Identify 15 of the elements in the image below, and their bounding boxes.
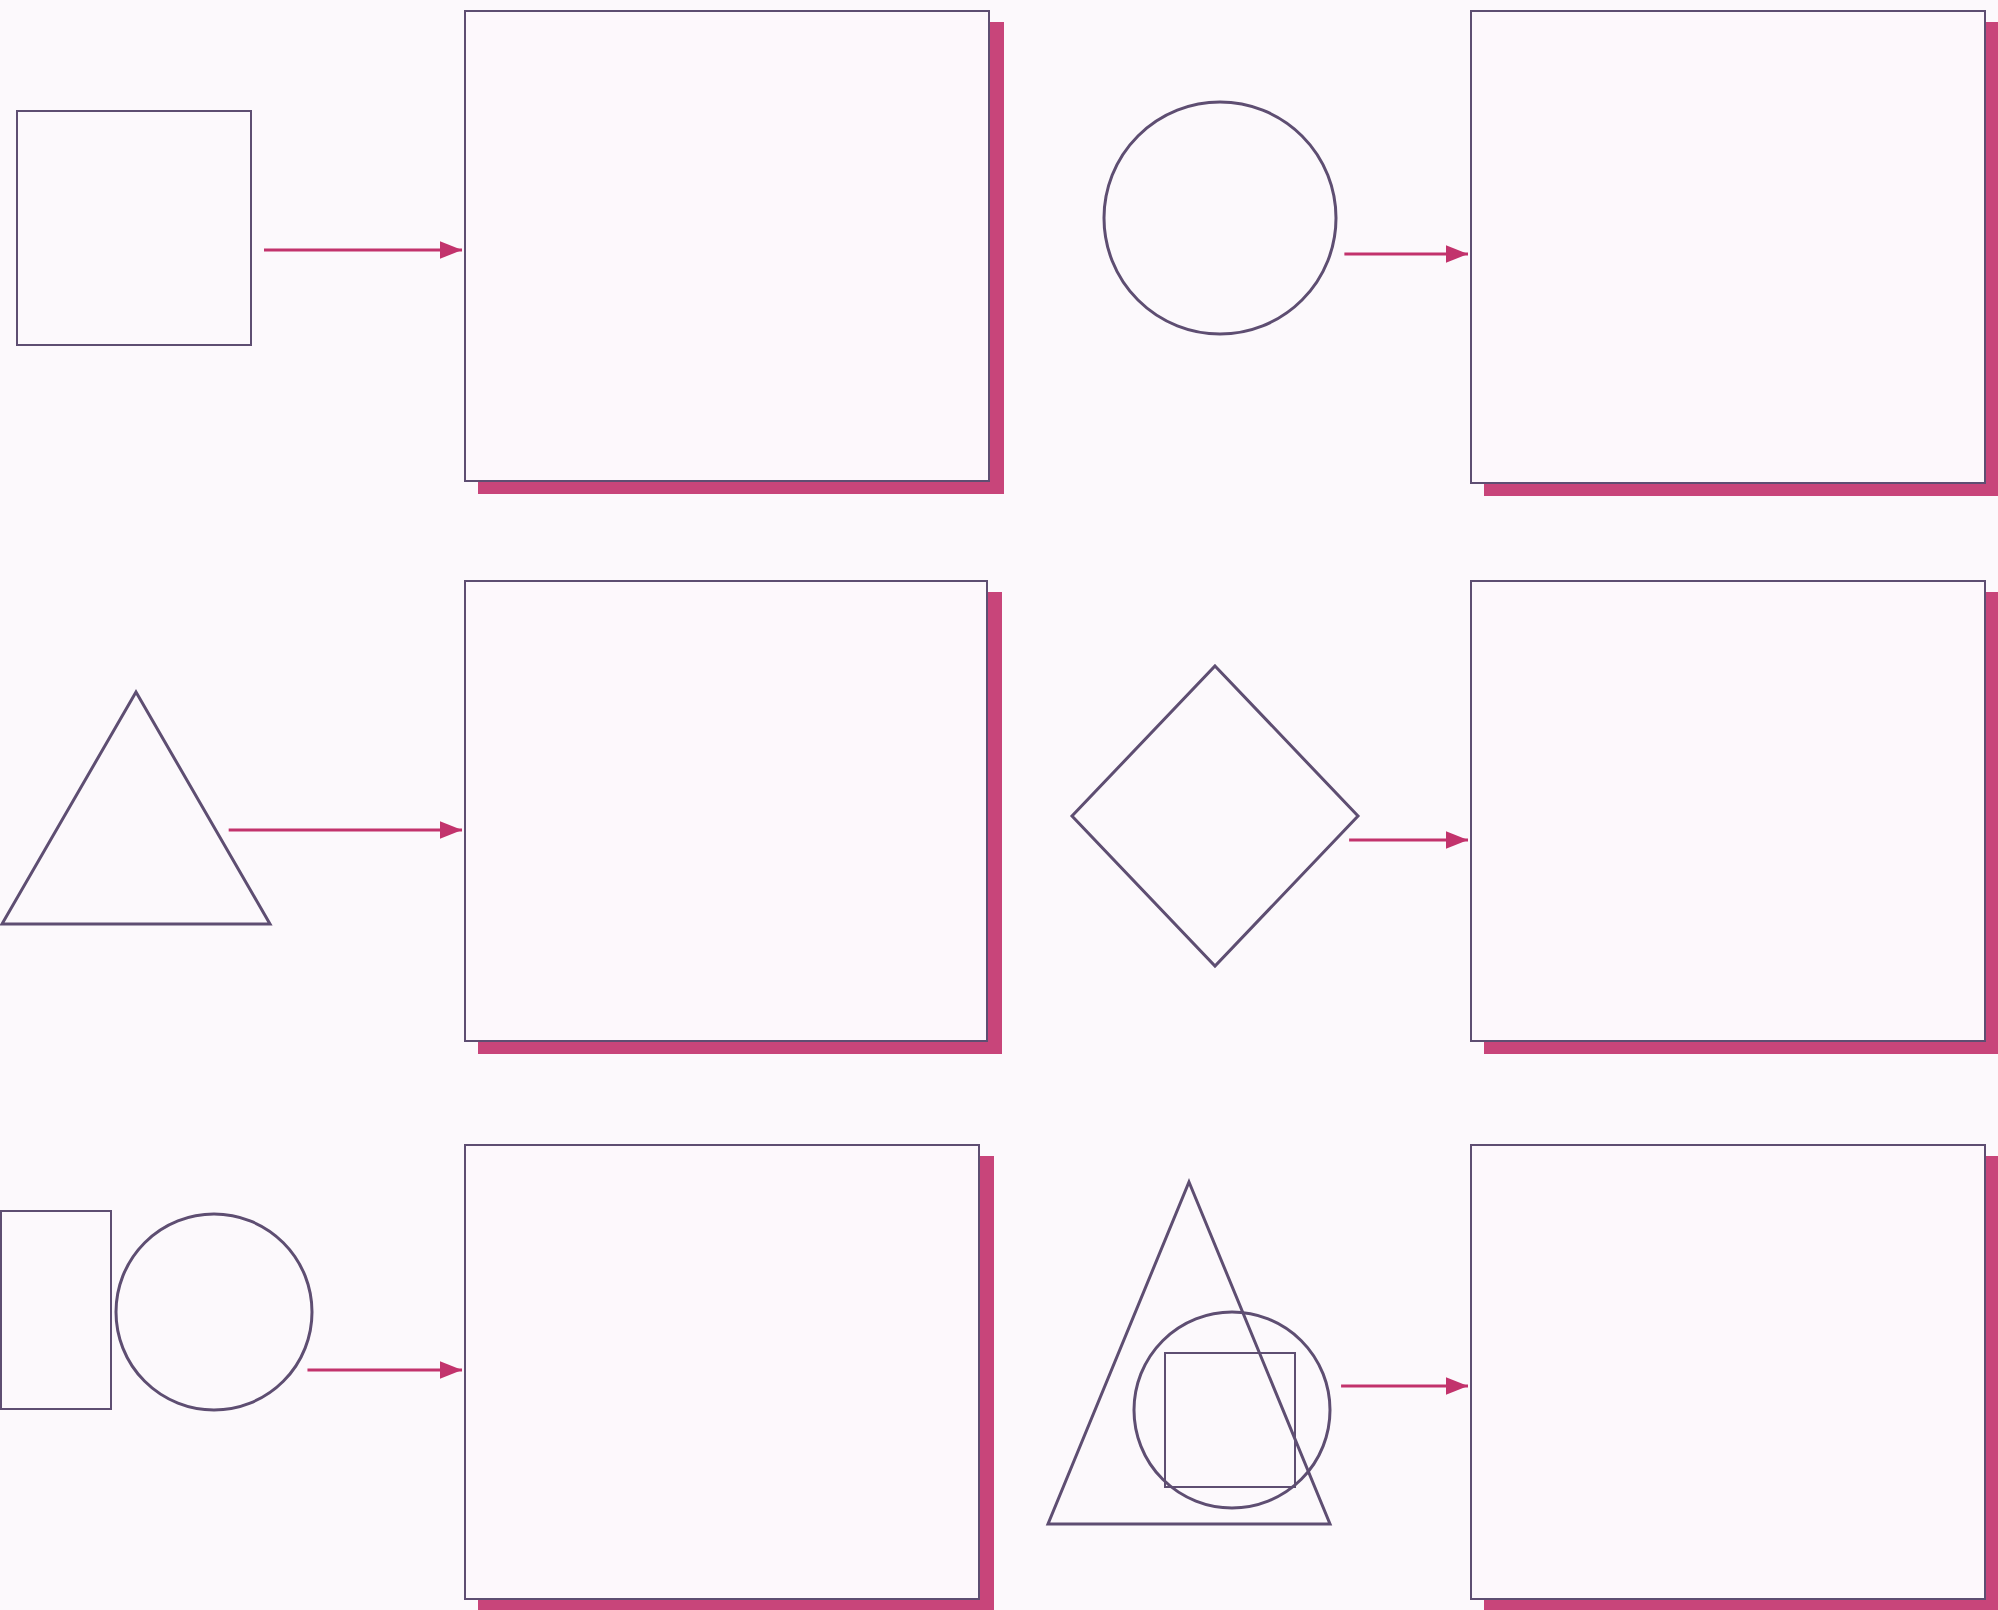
triangle-shape [0,690,272,926]
circle-shape [1132,1310,1332,1510]
diamond-shape [1070,664,1360,968]
triangle-shape [1046,1180,1332,1526]
circle-shape [114,1212,314,1412]
arrow [1349,831,1468,849]
arrow [307,1361,462,1379]
arrow [264,241,462,259]
arrow [1344,245,1468,263]
circle-shape [1102,100,1338,336]
square-shape [0,1210,112,1410]
arrow [1341,1377,1468,1395]
square-shape [1164,1352,1296,1488]
arrow [228,821,462,839]
square-shape [16,110,252,346]
